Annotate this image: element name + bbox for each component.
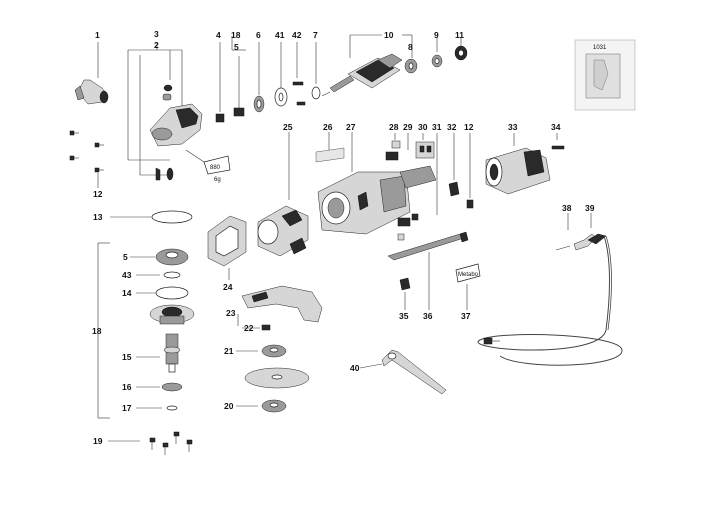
label-6: 6: [256, 30, 261, 40]
label-37: 37: [461, 311, 471, 321]
brand-plate-37: Metabo: [455, 263, 481, 283]
pin-spanner-40: [381, 349, 447, 395]
power-cable: [477, 233, 623, 366]
ring-14: [155, 286, 189, 300]
dust-guard-24: [207, 215, 247, 267]
label-43: 43: [122, 270, 132, 280]
bearings-top: [404, 38, 468, 74]
label-2: 2: [154, 40, 159, 50]
label-19: 19: [93, 436, 103, 446]
label-9: 9: [434, 30, 439, 40]
label-22: 22: [244, 323, 254, 333]
label-12-left: 12: [93, 189, 103, 199]
label-33: 33: [508, 122, 518, 132]
motor-housing: [317, 171, 411, 235]
label-42: 42: [292, 30, 302, 40]
label-12-right: 12: [464, 122, 474, 132]
label-tag-880: 880 6g: [185, 149, 231, 183]
label-40: 40: [350, 363, 360, 373]
label-10: 10: [384, 30, 394, 40]
label-21: 21: [224, 346, 234, 356]
screws-left: [69, 130, 104, 173]
label-14: 14: [122, 288, 132, 298]
gear-head-housing: [149, 84, 203, 181]
label-30: 30: [418, 122, 428, 132]
label-15: 15: [122, 352, 132, 362]
screws-19: [149, 431, 193, 455]
label-11: 11: [455, 30, 464, 40]
label-18-top: 18: [231, 30, 241, 40]
screw-34: [551, 145, 565, 150]
label-1: 1: [95, 30, 100, 40]
label-3: 3: [154, 29, 159, 39]
armature: [321, 53, 403, 97]
label-13: 13: [93, 212, 103, 222]
label-4: 4: [216, 30, 221, 40]
label-36: 36: [423, 311, 433, 321]
handle-bar-36: [387, 231, 469, 261]
ring-13: [151, 210, 193, 224]
ring-17: [166, 405, 178, 411]
label-18: 18: [92, 326, 102, 336]
stator: [257, 205, 309, 257]
rear-cover: [485, 147, 551, 195]
corner-code: 1031: [593, 45, 607, 51]
label-31: 31: [432, 122, 442, 132]
label-5-top: 5: [234, 42, 239, 52]
part-32: [448, 181, 460, 197]
corner-inset-figure: 1031: [574, 39, 636, 111]
wheel-guard-23: [241, 285, 323, 323]
bearing-16: [161, 382, 183, 392]
label-39: 39: [585, 203, 595, 213]
label-plate-26: [315, 147, 345, 163]
label-35: 35: [399, 311, 409, 321]
bearing-flange: [149, 304, 195, 325]
label-34: 34: [551, 122, 561, 132]
label-8: 8: [408, 42, 413, 52]
top-small-parts: [215, 36, 321, 123]
label-41: 41: [275, 30, 285, 40]
switch-group: [385, 133, 438, 241]
screw-22: [261, 324, 271, 331]
label-32: 32: [447, 122, 457, 132]
label-20: 20: [224, 401, 234, 411]
screw-12: [466, 199, 474, 209]
part-35: [399, 277, 411, 291]
label-27: 27: [346, 122, 356, 132]
spindle-15: [163, 333, 181, 373]
label-24: 24: [223, 282, 233, 292]
label-17: 17: [122, 403, 132, 413]
label-29: 29: [403, 122, 413, 132]
label-7: 7: [313, 30, 318, 40]
washer-43: [163, 271, 181, 279]
tag-880-text: 880: [210, 165, 221, 171]
label-5: 5: [123, 252, 128, 262]
label-26: 26: [323, 122, 333, 132]
label-28: 28: [389, 122, 399, 132]
side-handle: [74, 42, 109, 105]
label-23: 23: [226, 308, 236, 318]
tag-6g-text: 6g: [214, 177, 221, 183]
label-16: 16: [122, 382, 132, 392]
label-38: 38: [562, 203, 572, 213]
brand-plate-text: Metabo: [458, 272, 479, 278]
label-25: 25: [283, 122, 293, 132]
